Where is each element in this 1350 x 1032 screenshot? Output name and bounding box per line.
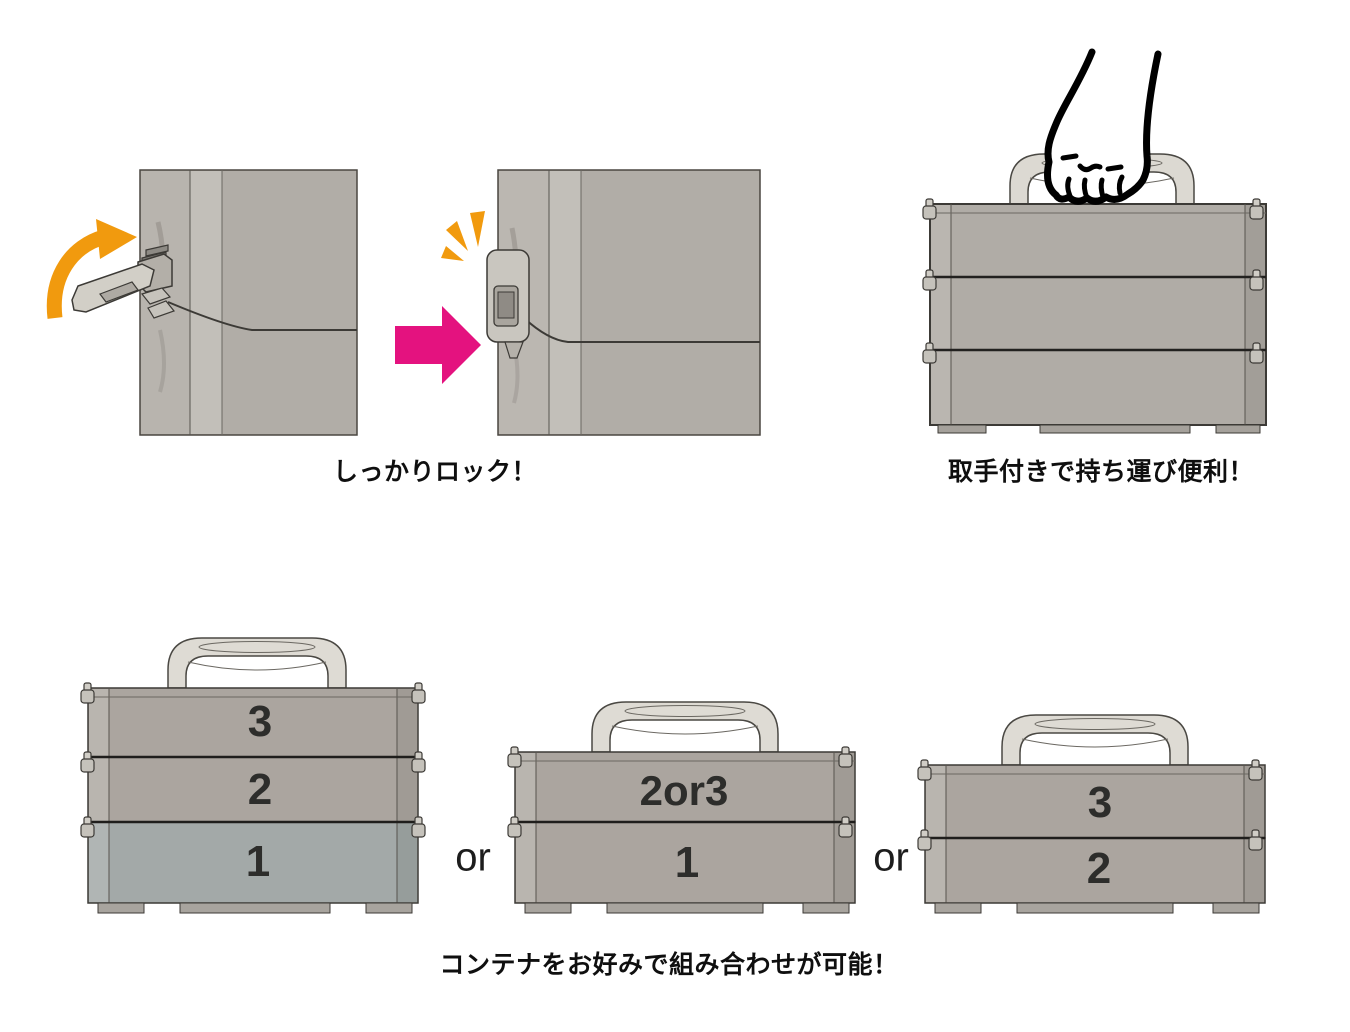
handle	[591, 701, 779, 753]
container-option-three-tier	[80, 637, 426, 914]
container-corner-unlocked-illustration	[46, 169, 358, 436]
carry-demo-caption: 取手付きで持ち運び便利！	[947, 458, 1255, 486]
lock-emphasis-icon	[441, 211, 485, 261]
next-arrow-icon	[395, 306, 481, 384]
tier-label-3: 3	[247, 697, 273, 746]
latch-closed-icon	[486, 249, 530, 359]
rotate-arrow-icon	[46, 219, 137, 319]
container-corner-locked-illustration	[441, 169, 761, 436]
handle	[167, 637, 347, 689]
container-option-two-tier-tall	[507, 701, 856, 914]
or-separator: or	[873, 835, 909, 880]
hand-illustration	[1044, 48, 1162, 205]
carried-container-illustration	[922, 48, 1267, 434]
lock-demo-caption: しっかりロック！	[332, 458, 538, 486]
tier-label-2: 2	[247, 765, 273, 814]
tier-label-1: 1	[245, 837, 271, 886]
combine-demo-caption: コンテナをお好みで組み合わせが可能！	[439, 951, 899, 979]
or-separator: or	[455, 835, 491, 880]
container-option-two-tier	[917, 714, 1266, 914]
tier-label-1: 1	[674, 838, 700, 887]
tier-label-3: 3	[1087, 778, 1113, 827]
latch-open-icon	[71, 244, 175, 319]
handle	[1001, 714, 1189, 766]
tier-label-2: 2	[1086, 844, 1112, 893]
tier-label-2or3: 2or3	[639, 767, 729, 814]
